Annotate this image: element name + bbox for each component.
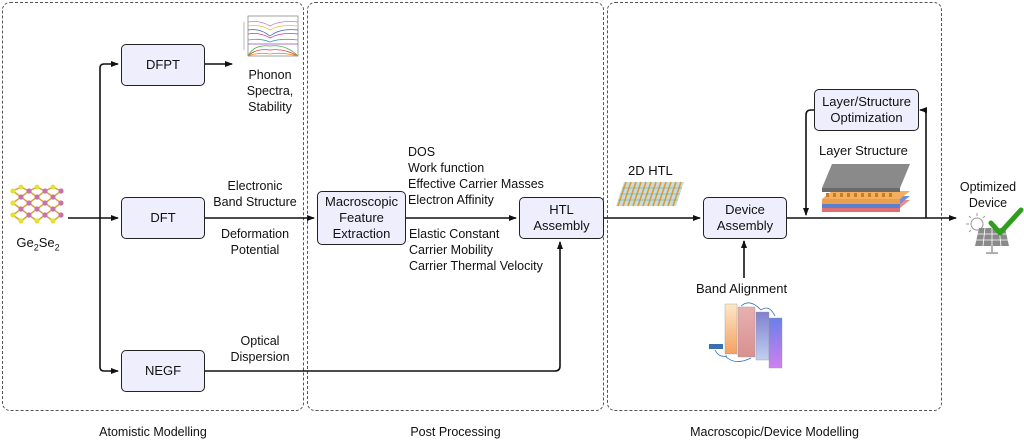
macro-line-2: Feature: [339, 210, 384, 225]
features-above-list: DOS Work function Effective Carrier Mass…: [408, 145, 544, 207]
dfpt-label: DFPT: [146, 57, 180, 72]
dfpt-box[interactable]: DFPT: [121, 44, 205, 86]
macro-line-1: Macroscopic: [325, 194, 398, 209]
connector-loop-up: [919, 107, 927, 218]
dft-label: DFT: [150, 210, 176, 225]
macroscopic-feature-extraction-box[interactable]: Macroscopic Feature Extraction: [317, 191, 406, 245]
band-alignment-label: Band Alignment: [696, 281, 788, 296]
material-label: Ge2Se2: [16, 235, 60, 253]
negf-label: NEGF: [144, 363, 182, 378]
panel-label-atomistic: Atomistic Modelling: [99, 425, 207, 439]
phonon-dispersion-plot-icon: [243, 15, 299, 57]
device-line-2: Assembly: [716, 218, 774, 233]
green-checkmark-icon: [988, 207, 1024, 236]
layer-structure-optimization-box[interactable]: Layer/Structure Optimization: [814, 89, 919, 131]
panel-label-device-modelling: Macroscopic/Device Modelling: [690, 425, 859, 439]
2d-htl-label: 2D HTL: [628, 163, 673, 178]
panel-atomistic-modelling: [2, 2, 304, 411]
connector-branch-dfpt: [99, 61, 119, 218]
negf-box[interactable]: NEGF: [121, 350, 205, 392]
layer-stack-icon: [822, 164, 910, 212]
connector-loop-down: [803, 109, 814, 216]
htl-assembly-box[interactable]: HTL Assembly: [519, 197, 604, 239]
2d-htl-sheet-icon: [616, 181, 684, 207]
htl-line-1: HTL: [549, 202, 574, 217]
opt-line-2: Optimization: [830, 110, 903, 125]
device-line-1: Device: [725, 202, 765, 217]
macro-line-3: Extraction: [332, 226, 391, 241]
opt-line-1: Layer/Structure: [822, 94, 911, 109]
ge2se2-lattice-icon: [10, 184, 64, 224]
band-alignment-diagram-icon: [709, 302, 783, 369]
panel-label-post-processing: Post Processing: [410, 425, 501, 439]
layer-structure-label: Layer Structure: [819, 143, 908, 158]
dft-box[interactable]: DFT: [121, 197, 205, 239]
connector-branch-negf: [99, 218, 119, 374]
panel-device-modelling: [607, 2, 942, 411]
htl-line-2: Assembly: [533, 218, 590, 233]
connector-negf-htl: [204, 241, 563, 372]
features-below-list: Elastic Constant Carrier Mobility Carrie…: [409, 227, 543, 273]
device-assembly-box[interactable]: Device Assembly: [703, 197, 787, 239]
